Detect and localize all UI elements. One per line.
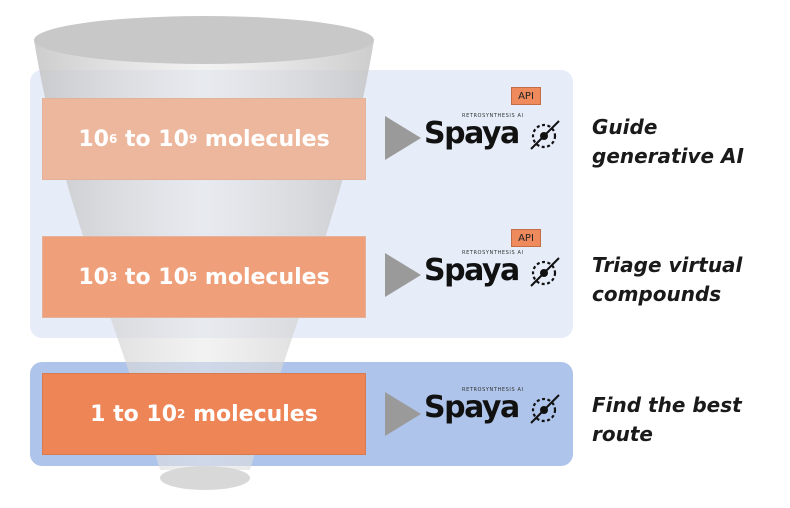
spaya-logo: RETROSYNTHESIS AI Spaya <box>424 110 574 160</box>
stage-2-mid: to 10 <box>117 264 189 290</box>
stage-2-caption: Triage virtual compounds <box>592 251 782 309</box>
stage-2-caption-line2: compounds <box>592 282 722 306</box>
logo-tagline: RETROSYNTHESIS AI <box>462 387 524 393</box>
stage-2-pre: 10 <box>78 264 109 290</box>
stage-1-caption-line1: Guide <box>592 115 658 139</box>
stage-1-caption-line2: generative AI <box>592 144 744 168</box>
stage-3-caption-line2: route <box>592 422 653 446</box>
stage-2-post: molecules <box>197 264 330 290</box>
spaya-logo-mark-icon <box>530 394 560 424</box>
api-badge: API <box>511 229 541 247</box>
stage-1-pre: 10 <box>78 126 109 152</box>
stage-3-caption: Find the best route <box>592 391 782 449</box>
stage-1-mid: to 10 <box>117 126 189 152</box>
api-badge: API <box>511 87 541 105</box>
logo-wordmark: Spaya <box>424 116 520 151</box>
stage-3-caption-line1: Find the best <box>592 393 742 417</box>
stage-3-mid: to 10 <box>105 401 178 427</box>
funnel-bottom-rim <box>160 466 250 490</box>
stage-1-post: molecules <box>197 126 330 152</box>
logo-wordmark: Spaya <box>424 253 520 288</box>
funnel-top-rim <box>34 16 374 64</box>
stage-3-post: molecules <box>185 401 318 427</box>
logo-wordmark: Spaya <box>424 390 520 425</box>
logo-tagline: RETROSYNTHESIS AI <box>462 250 524 256</box>
logo-tagline: RETROSYNTHESIS AI <box>462 113 524 119</box>
spaya-logo-mark-icon <box>530 120 560 150</box>
chevron-arrow-icon <box>385 116 421 160</box>
chevron-arrow-icon <box>385 392 421 436</box>
stage-1-caption: Guide generative AI <box>592 113 782 171</box>
stage-3-pre: 1 <box>90 401 106 427</box>
spaya-logo-mark-icon <box>530 257 560 287</box>
spaya-logo: RETROSYNTHESIS AI Spaya <box>424 384 574 434</box>
chevron-arrow-icon <box>385 253 421 297</box>
stage-2-caption-line1: Triage virtual <box>592 253 743 277</box>
spaya-logo: RETROSYNTHESIS AI Spaya <box>424 247 574 297</box>
